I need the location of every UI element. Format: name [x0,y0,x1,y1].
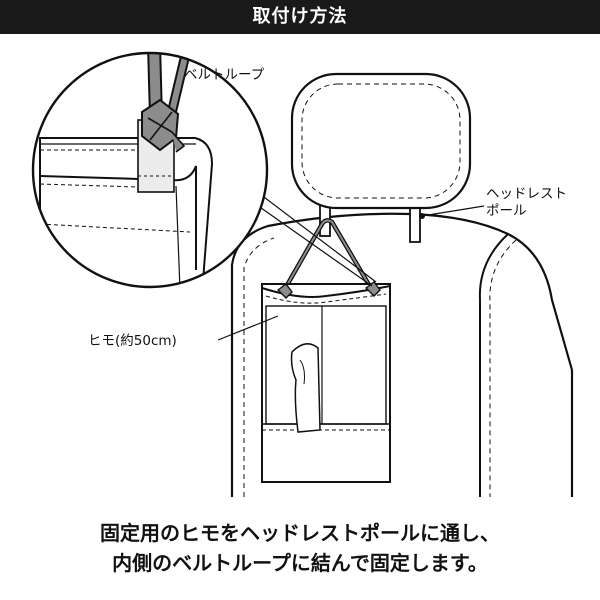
knot-right [364,281,381,297]
cord-length-label: ヒモ(約50cm) [88,333,177,349]
case-back-panel [261,283,391,483]
leader-lines [161,83,485,341]
page-title: 取付け方法 [252,6,348,27]
tissue-case [261,281,391,483]
seat-bolster-seam [489,239,517,497]
pole-pointer-dot [419,213,425,219]
knot-left [276,283,293,299]
instruction-caption: 固定用のヒモをヘッドレストポールに通し、 内側のベルトループに結んで固定します。 [0,518,600,578]
installation-illustration [31,51,574,497]
tissue [290,343,321,433]
headrest-seam [301,83,461,199]
title-bar: 取付け方法 [0,0,600,34]
cord-main [279,218,375,297]
headrest [290,72,472,210]
seat-bolster [478,233,509,497]
seat-left-seam [243,237,275,497]
caption-line-1: 固定用のヒモをヘッドレストポールに通し、 [100,521,500,545]
caption-line-2: 内側のベルトループに結んで固定します。 [112,551,488,575]
headrest-pole-label: ヘッドレスト ポール [486,186,567,219]
belt-loop-label: ベルトループ [184,67,265,83]
